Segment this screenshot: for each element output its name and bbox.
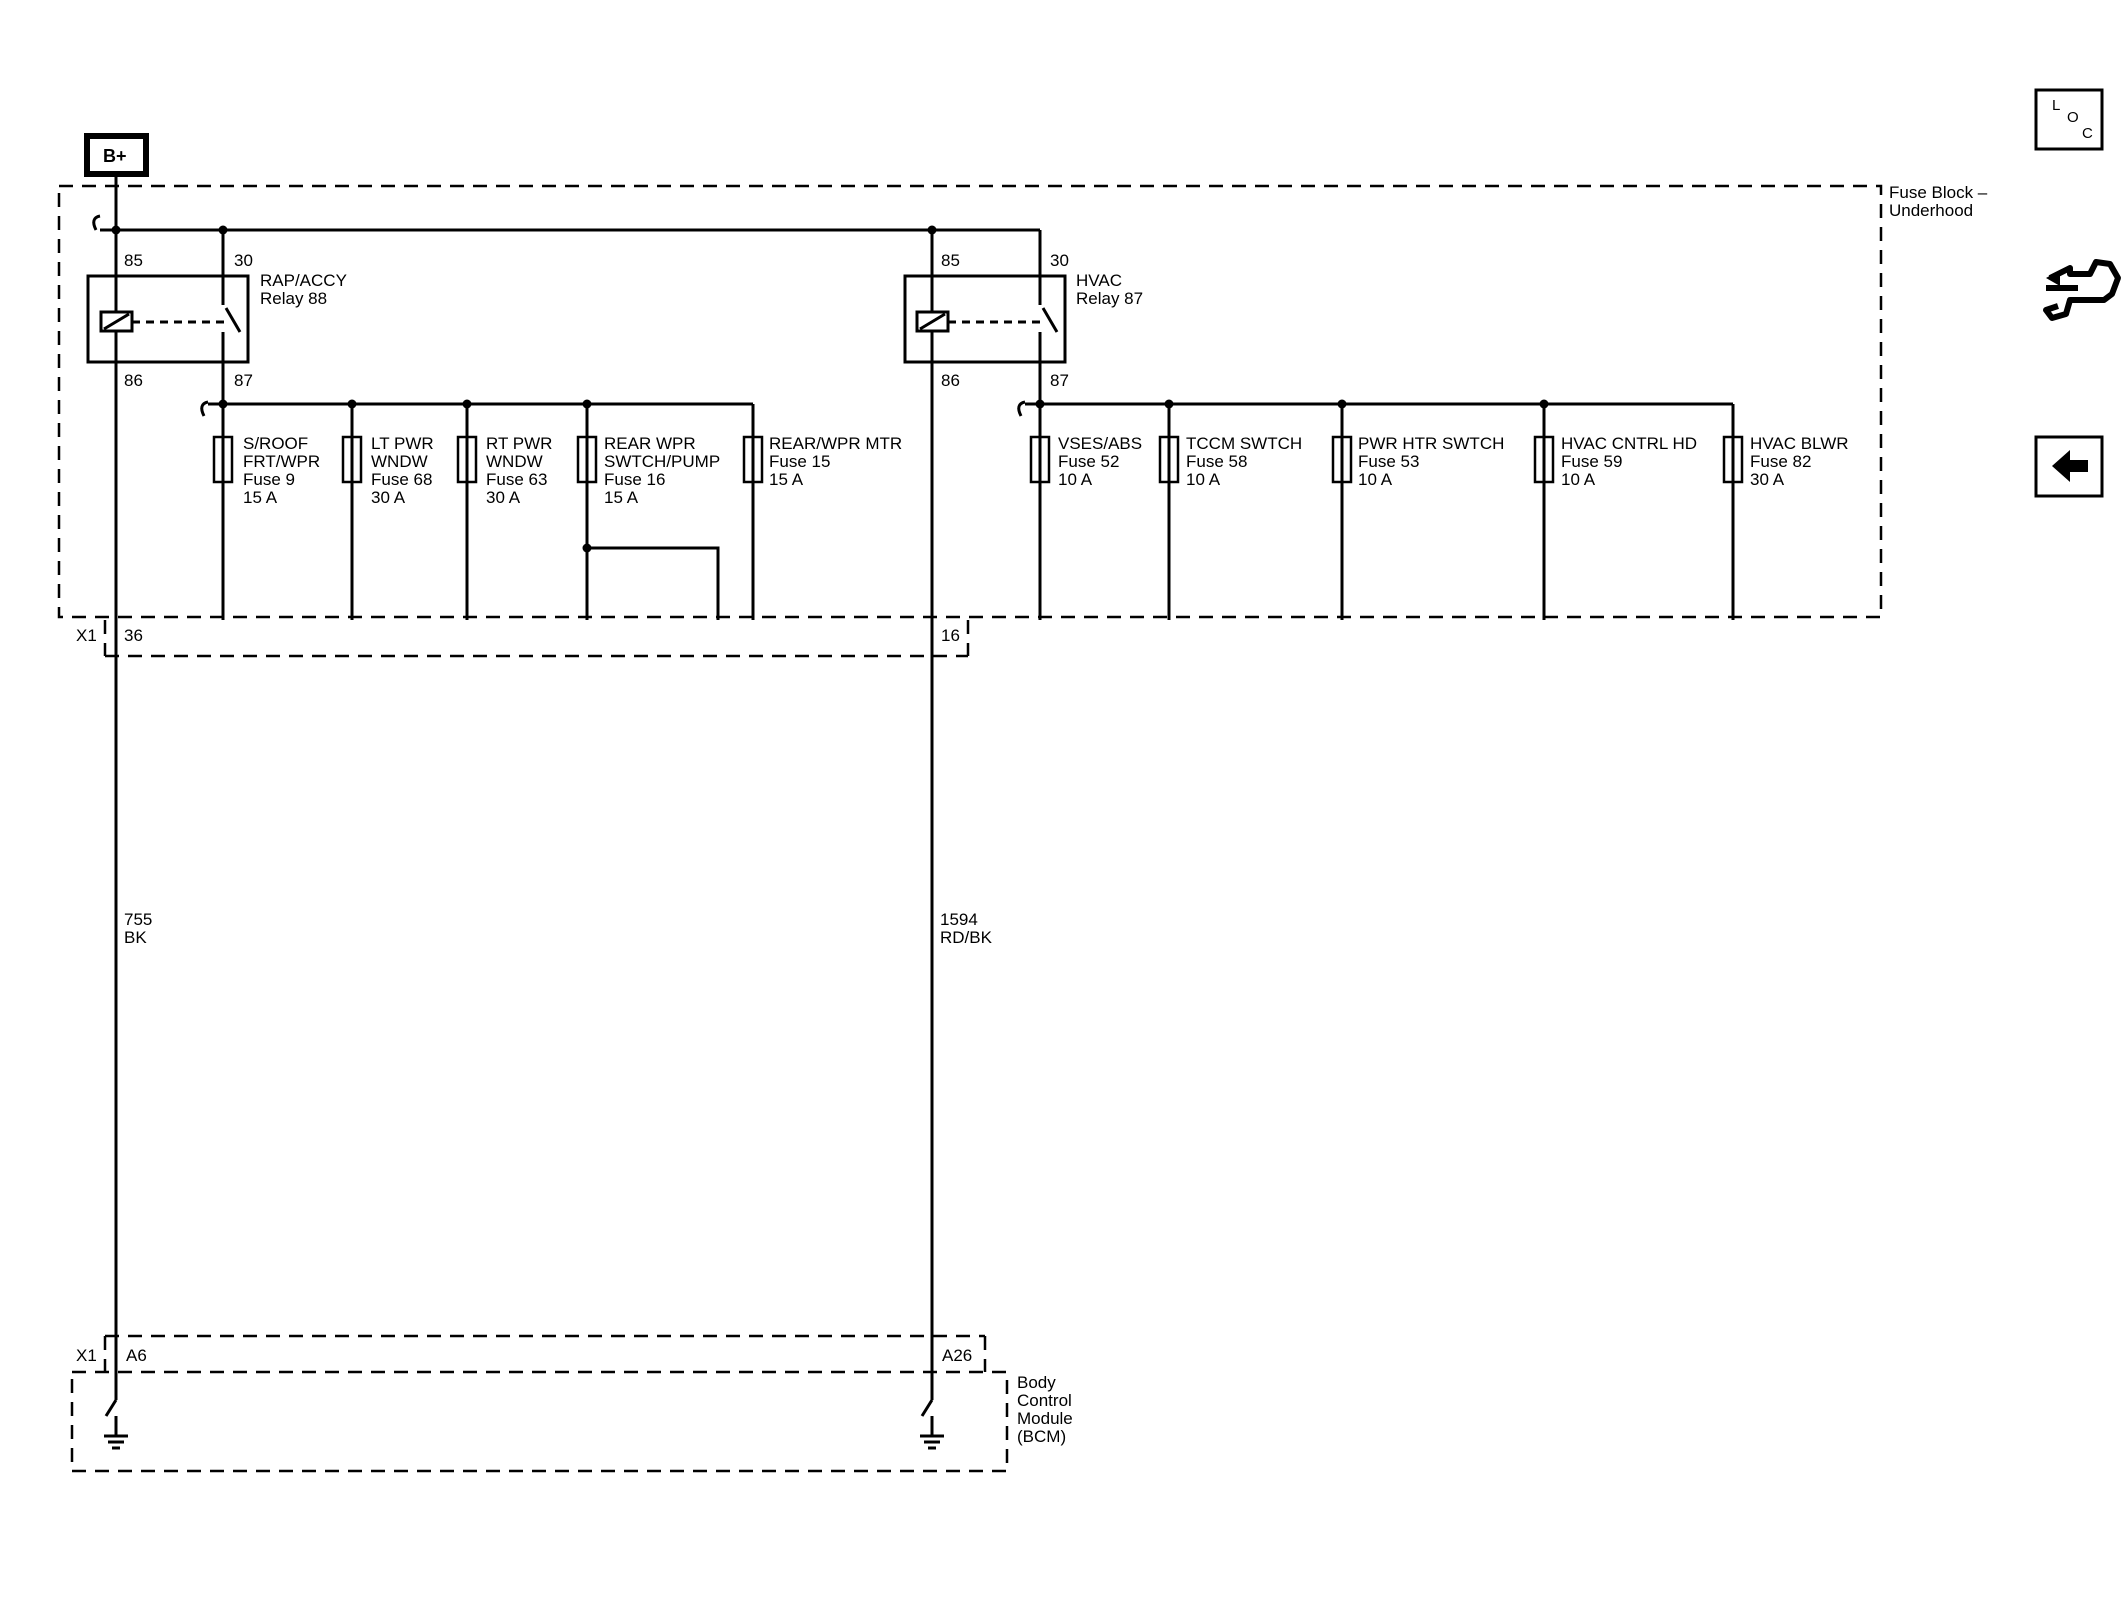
bcm-label-2: Control — [1017, 1391, 1072, 1410]
fuse-59-line-1: HVAC CNTRL HD — [1561, 434, 1697, 453]
fuse-block-outline — [57, 184, 1883, 619]
fuse-labels: S/ROOF FRT/WPR Fuse 9 15 A LT PWR WNDW F… — [243, 434, 1849, 507]
bcm-label-4: (BCM) — [1017, 1427, 1066, 1446]
fuse-53-line-1: PWR HTR SWTCH — [1358, 434, 1504, 453]
fuse-52-line-1: VSES/ABS — [1058, 434, 1142, 453]
fuse-59-line-3: 10 A — [1561, 470, 1596, 489]
fuse-15-line-1: REAR/WPR MTR — [769, 434, 902, 453]
rap-pin-87: 87 — [234, 371, 253, 390]
bcm-label-3: Module — [1017, 1409, 1073, 1428]
fuse-9-line-3: Fuse 9 — [243, 470, 295, 489]
hvac-relay-name-2: Relay 87 — [1076, 289, 1143, 308]
connector-x1-upper: X1 36 16 — [76, 620, 970, 658]
loc-letter-o: O — [2067, 109, 2079, 126]
connector-upper-pin-right: 16 — [941, 626, 960, 645]
fuse-15-line-2: Fuse 15 — [769, 452, 830, 471]
fuse-16-line-2: SWTCH/PUMP — [604, 452, 720, 471]
connector-x1-lower: X1 A6 A26 — [76, 1334, 987, 1372]
wire-1594-circuit: 1594 — [940, 910, 978, 929]
power-source-b-plus: B+ — [84, 133, 149, 177]
rap-pin-30: 30 — [234, 251, 253, 270]
fuse-82-line-2: Fuse 82 — [1750, 452, 1811, 471]
fuse-16-line-3: Fuse 16 — [604, 470, 665, 489]
relay-hvac: 85 30 86 87 HVAC Relay 87 — [903, 230, 1143, 390]
connector-lower-pin-left: A6 — [126, 1346, 147, 1365]
loc-letter-l: L — [2052, 97, 2060, 114]
connector-lower-pin-right: A26 — [942, 1346, 972, 1365]
fuse-82-line-1: HVAC BLWR — [1750, 434, 1849, 453]
rap-relay-name-2: Relay 88 — [260, 289, 327, 308]
loc-letter-c: C — [2082, 125, 2093, 142]
wire-755-color: BK — [124, 928, 147, 947]
hvac-pin-30: 30 — [1050, 251, 1069, 270]
fuse-68-line-4: 30 A — [371, 488, 406, 507]
rap-pin-85: 85 — [124, 251, 143, 270]
bcm-label-1: Body — [1017, 1373, 1056, 1392]
rap-pin-86: 86 — [124, 371, 143, 390]
bcm-input-755 — [104, 1372, 128, 1450]
fuse-59-line-2: Fuse 59 — [1561, 452, 1622, 471]
fuse-9-line-1: S/ROOF — [243, 434, 308, 453]
connector-view-icon[interactable] — [2043, 259, 2121, 321]
fuse-block-label-2: Underhood — [1889, 201, 1973, 220]
bcm-outline — [70, 1370, 1009, 1473]
hvac-pin-86: 86 — [941, 371, 960, 390]
fuse-16-line-1: REAR WPR — [604, 434, 696, 453]
connector-upper-pin-left: 36 — [124, 626, 143, 645]
fuse-63-line-1: RT PWR — [486, 434, 552, 453]
fuse-53-line-2: Fuse 53 — [1358, 452, 1419, 471]
bcm-input-1594 — [920, 1372, 944, 1450]
fuse-63-line-4: 30 A — [486, 488, 521, 507]
connector-lower-name: X1 — [76, 1346, 97, 1365]
fuse-58-line-2: Fuse 58 — [1186, 452, 1247, 471]
fuse-53-line-3: 10 A — [1358, 470, 1393, 489]
hvac-relay-name-1: HVAC — [1076, 271, 1122, 290]
fuse-9-line-2: FRT/WPR — [243, 452, 320, 471]
fuse-16-line-4: 15 A — [604, 488, 639, 507]
relay-rap-accy: 85 30 86 87 RAP/ACCY Relay 88 — [86, 230, 347, 390]
fuse-63-line-2: WNDW — [486, 452, 543, 471]
fuse-68-line-3: Fuse 68 — [371, 470, 432, 489]
fuse-68-line-1: LT PWR — [371, 434, 434, 453]
fuse-52-line-2: Fuse 52 — [1058, 452, 1119, 471]
fuse-symbols — [212, 435, 1744, 484]
fuse-63-line-3: Fuse 63 — [486, 470, 547, 489]
wire-1594-color: RD/BK — [940, 928, 993, 947]
fuse-15-line-3: 15 A — [769, 470, 804, 489]
fuse-52-line-3: 10 A — [1058, 470, 1093, 489]
rap-relay-name-1: RAP/ACCY — [260, 271, 347, 290]
back-arrow-icon — [2052, 450, 2088, 482]
hvac-pin-87: 87 — [1050, 371, 1069, 390]
location-button[interactable]: L O C — [2034, 88, 2104, 151]
fuse-82-line-3: 30 A — [1750, 470, 1785, 489]
connector-upper-name: X1 — [76, 626, 97, 645]
fuse-58-line-3: 10 A — [1186, 470, 1221, 489]
fuse-block-label-1: Fuse Block – — [1889, 183, 1988, 202]
hvac-pin-85: 85 — [941, 251, 960, 270]
fuse-9-line-4: 15 A — [243, 488, 278, 507]
wire-755-circuit: 755 — [124, 910, 152, 929]
fuse-58-line-1: TCCM SWTCH — [1186, 434, 1302, 453]
fuse-68-line-2: WNDW — [371, 452, 428, 471]
back-button[interactable] — [2034, 435, 2104, 498]
power-source-label: B+ — [103, 146, 127, 166]
